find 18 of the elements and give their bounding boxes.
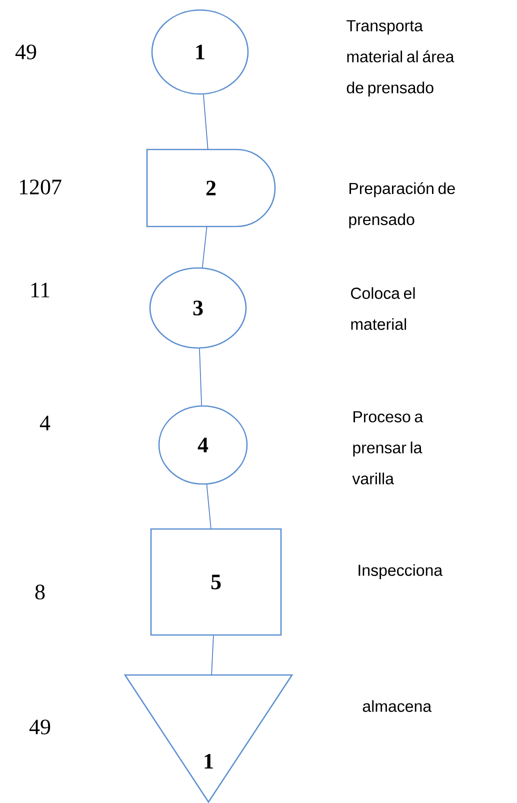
- connector-line: [199, 348, 202, 406]
- step-description: Transporta material al área de prensado: [346, 20, 454, 97]
- time-value: 11: [31, 282, 50, 298]
- step-description: Coloca el material: [351, 287, 415, 330]
- time-value: 49: [29, 720, 50, 734]
- connector-line: [206, 484, 212, 529]
- step-description: Inspecciona: [358, 564, 443, 580]
- time-value: 49: [15, 44, 36, 60]
- connector-line: [202, 226, 208, 268]
- time-value: 8: [35, 584, 45, 600]
- connector-line: [211, 635, 214, 676]
- time-value: 4: [40, 416, 50, 430]
- step-description: Proceso a prensar la varilla: [352, 411, 424, 484]
- step-description: almacena: [362, 700, 432, 712]
- connector-line: [203, 94, 208, 150]
- time-value: 1207: [20, 180, 62, 194]
- step-description: Preparación de prensado: [349, 182, 455, 228]
- inspection-box: 5: [150, 528, 282, 636]
